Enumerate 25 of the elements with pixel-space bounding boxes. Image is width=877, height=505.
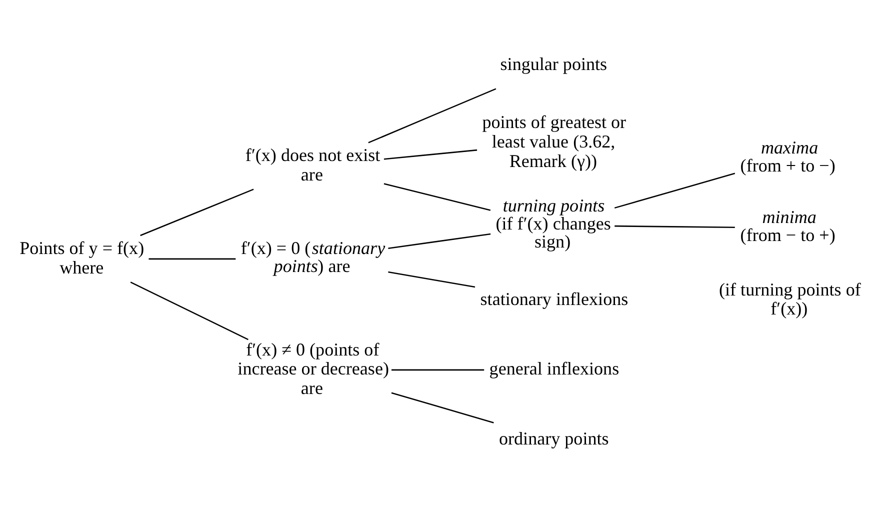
node-text: maxima (from + to −) bbox=[740, 137, 835, 176]
connector bbox=[390, 369, 484, 371]
connector bbox=[130, 282, 248, 340]
node-text: ordinary points bbox=[498, 428, 608, 448]
node-text: f′(x) = 0 (stationary points) are bbox=[240, 238, 385, 276]
node-text: f′(x) does not exist are bbox=[244, 145, 380, 184]
node-text: points of greatest or least value (3.62, Remark (γ)) bbox=[482, 112, 626, 171]
connector bbox=[383, 183, 490, 211]
connector bbox=[368, 88, 496, 144]
label: (if turning points of f′(x)) bbox=[718, 279, 860, 319]
node-text: minima (from − to +) bbox=[740, 207, 835, 246]
node-text: f′(x) ≠ 0 (points of increase or decrease) are bbox=[237, 339, 388, 398]
connector bbox=[148, 258, 236, 260]
node-text: Points of y = f(x) where bbox=[19, 238, 144, 278]
connector bbox=[614, 225, 734, 228]
node-text: general inflexions bbox=[488, 358, 619, 379]
connector bbox=[390, 392, 494, 424]
node-text: singular points bbox=[500, 54, 607, 74]
connector bbox=[140, 188, 254, 236]
connector bbox=[388, 233, 490, 250]
node-text: turning points (if f′(x) changes sign) bbox=[495, 195, 610, 252]
connector bbox=[388, 271, 475, 288]
connector bbox=[614, 172, 735, 209]
node-text: stationary inflexions bbox=[480, 289, 628, 310]
connector bbox=[383, 149, 477, 160]
